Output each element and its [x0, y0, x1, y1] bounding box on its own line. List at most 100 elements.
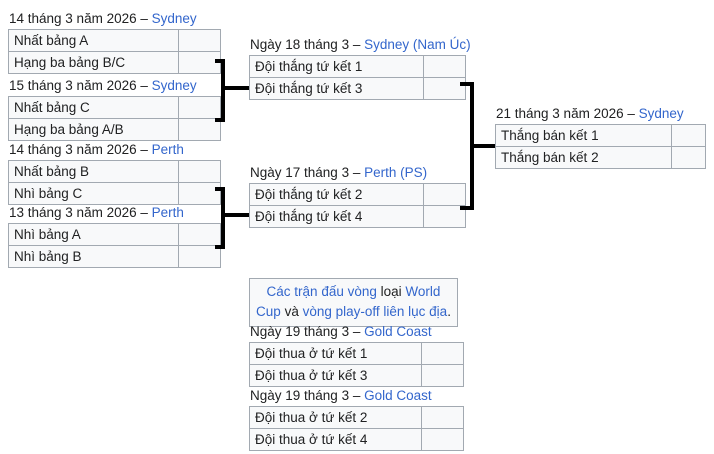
- quarterfinal-1-score-1: [178, 29, 221, 52]
- playoff-match-2-team-2: Đội thua ở tứ kết 4: [249, 428, 422, 451]
- bracket-connector-qf2-stub: [215, 118, 225, 122]
- final-team-1: Thắng bán kết 1: [495, 124, 672, 147]
- quarterfinal-1-team-1: Nhất bảng A: [8, 29, 179, 52]
- table-row: Hạng ba bảng A/B: [8, 118, 221, 141]
- table-row: Nhất bảng A: [8, 29, 221, 52]
- quarterfinal-3-table: Nhất bảng B Nhì bảng C: [8, 160, 221, 205]
- playoff-match-1-score-1: [421, 342, 464, 365]
- quarterfinal-1-block: 14 tháng 3 năm 2026 – Sydney Nhất bảng A…: [8, 10, 221, 74]
- semifinal-2-venue-link[interactable]: Perth (PS): [364, 165, 428, 180]
- quarterfinal-3-header: 14 tháng 3 năm 2026 – Perth: [8, 141, 221, 159]
- final-table: Thắng bán kết 1 Thắng bán kết 2: [495, 124, 706, 169]
- quarterfinal-1-header: 14 tháng 3 năm 2026 – Sydney: [8, 10, 221, 28]
- table-row: Nhì bảng C: [8, 182, 221, 205]
- table-row: Nhì bảng B: [8, 245, 221, 268]
- quarterfinal-2-score-2: [178, 118, 221, 141]
- semifinal-1-score-2: [423, 77, 466, 100]
- semifinal-1-venue-link[interactable]: Sydney (Nam Úc): [364, 37, 471, 52]
- playoff-note-period: .: [447, 304, 451, 319]
- bracket-connector-sf2-out: [221, 213, 249, 217]
- separator: –: [352, 388, 361, 403]
- playoff-match-2-score-2: [421, 428, 464, 451]
- playoff-match-1-venue-link[interactable]: Gold Coast: [364, 324, 432, 339]
- semifinal-2-score-1: [423, 183, 466, 206]
- quarterfinal-4-date: 13 tháng 3 năm 2026: [9, 205, 137, 220]
- final-block: 21 tháng 3 năm 2026 – Sydney Thắng bán k…: [495, 105, 706, 169]
- final-venue-link[interactable]: Sydney: [638, 106, 684, 121]
- playoff-match-2-block: Ngày 19 tháng 3 – Gold Coast Đội thua ở …: [249, 387, 464, 451]
- quarterfinal-3-team-1: Nhất bảng B: [8, 160, 179, 183]
- bracket-connector-sf1-final-stub: [460, 82, 474, 86]
- quarterfinal-2-score-1: [178, 96, 221, 119]
- separator: –: [352, 324, 361, 339]
- semifinal-1-block: Ngày 18 tháng 3 – Sydney (Nam Úc) Đội th…: [249, 36, 471, 100]
- playoff-match-2-table: Đội thua ở tứ kết 2 Đội thua ở tứ kết 4: [249, 406, 464, 451]
- bracket-connector-qf4-stub: [215, 245, 225, 249]
- final-header: 21 tháng 3 năm 2026 – Sydney: [495, 105, 706, 123]
- playoff-match-2-header: Ngày 19 tháng 3 – Gold Coast: [249, 387, 464, 405]
- separator: –: [140, 205, 148, 220]
- playoff-note-interconfederation-link[interactable]: vòng play-off liên lục địa: [302, 304, 448, 319]
- final-team-2: Thắng bán kết 2: [495, 146, 672, 169]
- quarterfinal-2-team-2: Hạng ba bảng A/B: [8, 118, 179, 141]
- quarterfinal-1-score-2: [178, 51, 221, 74]
- quarterfinal-4-team-1: Nhì bảng A: [8, 223, 179, 246]
- playoff-match-1-date: Ngày 19 tháng 3: [250, 324, 350, 339]
- quarterfinal-3-score-2: [178, 182, 221, 205]
- bracket-connector-sf1-out: [221, 86, 249, 90]
- quarterfinal-4-venue-link[interactable]: Perth: [151, 205, 184, 220]
- quarterfinal-3-block: 14 tháng 3 năm 2026 – Perth Nhất bảng B …: [8, 141, 221, 205]
- table-row: Thắng bán kết 1: [495, 124, 706, 147]
- final-score-1: [671, 124, 706, 147]
- playoff-note-qualifier-link[interactable]: Các trận đấu vòng: [266, 284, 377, 299]
- semifinal-1-date: Ngày 18 tháng 3: [250, 37, 350, 52]
- quarterfinal-2-table: Nhất bảng C Hạng ba bảng A/B: [8, 96, 221, 141]
- quarterfinal-3-team-2: Nhì bảng C: [8, 182, 179, 205]
- quarterfinal-2-date: 15 tháng 3 năm 2026: [9, 78, 137, 93]
- playoff-match-1-score-2: [421, 364, 464, 387]
- semifinal-1-table: Đội thắng tứ kết 1 Đội thắng tứ kết 3: [249, 55, 466, 100]
- table-row: Đội thua ở tứ kết 2: [249, 406, 464, 429]
- semifinal-1-team-2: Đội thắng tứ kết 3: [249, 77, 424, 100]
- semifinal-2-table: Đội thắng tứ kết 2 Đội thắng tứ kết 4: [249, 183, 466, 228]
- separator: –: [627, 106, 635, 121]
- separator: –: [352, 37, 361, 52]
- quarterfinal-3-venue-link[interactable]: Perth: [151, 142, 184, 157]
- playoff-match-1-block: Ngày 19 tháng 3 – Gold Coast Đội thua ở …: [249, 323, 464, 387]
- semifinal-2-team-1: Đội thắng tứ kết 2: [249, 183, 424, 206]
- final-score-2: [671, 146, 706, 169]
- table-row: Đội thắng tứ kết 4: [249, 205, 466, 228]
- bracket-connector-sf2-final-stub: [460, 206, 474, 210]
- quarterfinal-4-block: 13 tháng 3 năm 2026 – Perth Nhì bảng A N…: [8, 204, 221, 268]
- quarterfinal-1-table: Nhất bảng A Hạng ba bảng B/C: [8, 29, 221, 74]
- playoff-match-1-team-2: Đội thua ở tứ kết 3: [249, 364, 422, 387]
- playoff-match-2-venue-link[interactable]: Gold Coast: [364, 388, 432, 403]
- separator: –: [140, 142, 148, 157]
- playoff-match-1-table: Đội thua ở tứ kết 1 Đội thua ở tứ kết 3: [249, 342, 464, 387]
- quarterfinal-2-header: 15 tháng 3 năm 2026 – Sydney: [8, 77, 221, 95]
- quarterfinal-1-venue-link[interactable]: Sydney: [151, 11, 197, 26]
- separator: –: [140, 11, 148, 26]
- quarterfinal-4-score-2: [178, 245, 221, 268]
- playoff-note-plain-1: loại: [380, 284, 402, 299]
- semifinal-1-header: Ngày 18 tháng 3 – Sydney (Nam Úc): [249, 36, 471, 54]
- quarterfinal-4-header: 13 tháng 3 năm 2026 – Perth: [8, 204, 221, 222]
- table-row: Nhì bảng A: [8, 223, 221, 246]
- semifinal-1-team-1: Đội thắng tứ kết 1: [249, 55, 424, 78]
- separator: –: [140, 78, 148, 93]
- semifinal-2-block: Ngày 17 tháng 3 – Perth (PS) Đội thắng t…: [249, 164, 466, 228]
- bracket-connector-final-out: [470, 144, 496, 148]
- quarterfinal-1-team-2: Hạng ba bảng B/C: [8, 51, 179, 74]
- table-row: Đội thua ở tứ kết 4: [249, 428, 464, 451]
- table-row: Đội thắng tứ kết 3: [249, 77, 466, 100]
- quarterfinal-4-team-2: Nhì bảng B: [8, 245, 179, 268]
- table-row: Nhất bảng C: [8, 96, 221, 119]
- table-row: Thắng bán kết 2: [495, 146, 706, 169]
- playoff-note-world-cup-link[interactable]: World Cup: [256, 284, 441, 319]
- bracket-connector-qf1-stub: [215, 59, 225, 63]
- bracket-connector-sf2-vertical: [221, 187, 225, 249]
- quarterfinal-2-venue-link[interactable]: Sydney: [151, 78, 197, 93]
- playoff-match-2-team-1: Đội thua ở tứ kết 2: [249, 406, 422, 429]
- semifinal-2-header: Ngày 17 tháng 3 – Perth (PS): [249, 164, 466, 182]
- playoff-note-plain-2: và: [284, 304, 299, 319]
